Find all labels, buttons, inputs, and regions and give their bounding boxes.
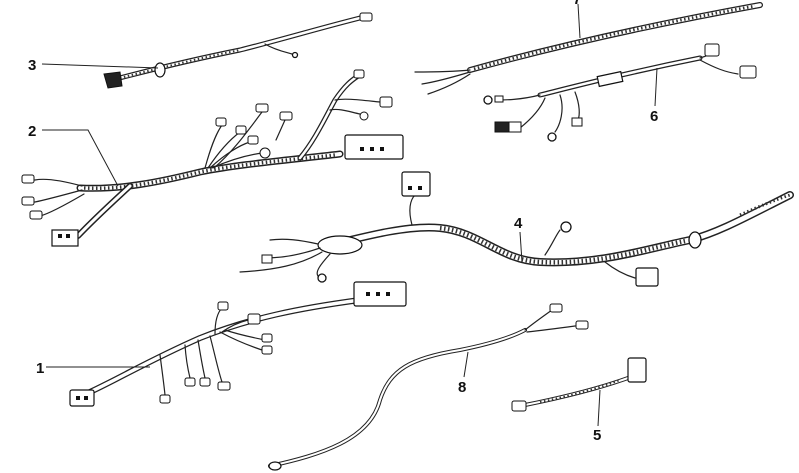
callout-label: 2	[28, 123, 36, 140]
callout-label: 7	[573, 0, 581, 8]
harness-6	[483, 43, 757, 142]
harness-8	[268, 303, 589, 471]
callout-label: 3	[28, 57, 36, 74]
harness-5	[511, 357, 647, 412]
harness-2	[21, 69, 404, 247]
harness-4	[239, 171, 794, 287]
callout-6: 6	[650, 67, 658, 125]
callout-1: 1	[36, 360, 150, 377]
callout-4: 4	[514, 215, 523, 263]
harness-3	[103, 12, 373, 89]
callout-7: 7	[573, 0, 581, 39]
callout-8: 8	[458, 351, 469, 396]
harness-1	[69, 281, 407, 407]
callout-3: 3	[28, 57, 159, 74]
callout-label: 1	[36, 360, 44, 377]
callout-label: 4	[514, 215, 523, 232]
grommet	[154, 62, 166, 78]
callout-2: 2	[28, 123, 119, 187]
harness-7	[414, 2, 763, 95]
callout-label: 8	[458, 379, 466, 396]
callout-label: 5	[593, 427, 601, 444]
callout-label: 6	[650, 108, 658, 125]
callout-5: 5	[593, 389, 601, 444]
